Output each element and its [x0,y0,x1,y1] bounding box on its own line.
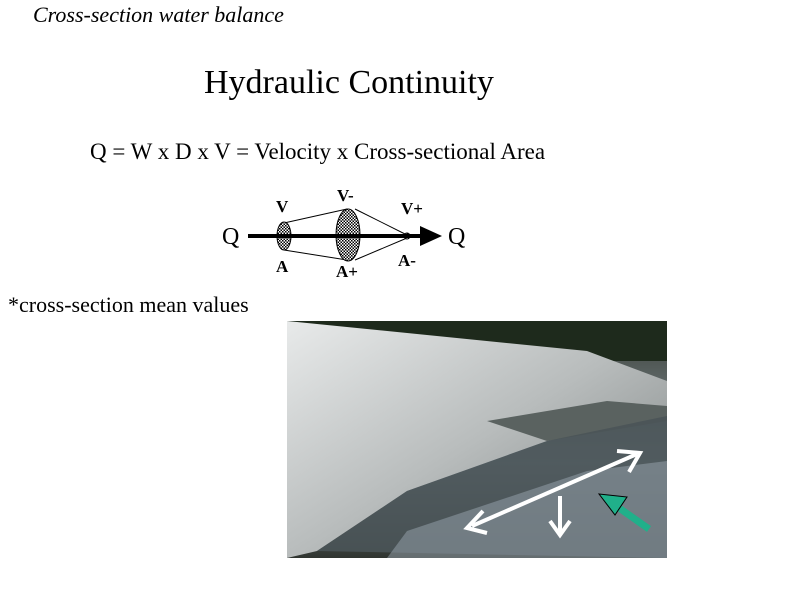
width-arrow [463,449,644,535]
continuity-diagram: Q Q V A V- A+ V+ A- [222,186,465,280]
top-line [283,208,348,224]
depth-arrow [548,496,572,539]
footnote: *cross-section mean values [8,292,249,317]
river-photo [287,321,667,558]
v1-label: V [276,197,289,216]
bottom-line [283,249,348,261]
bottom-line [354,237,408,261]
q-in-label: Q [222,224,239,250]
slide-title: Hydraulic Continuity [204,64,494,101]
v3-label: V+ [401,199,423,218]
flow-direction-arrow [597,493,652,532]
flow-arrowhead [420,226,442,246]
a1-label: A [276,257,289,276]
v2-label: V- [337,186,354,205]
slide-subtitle: Cross-section water balance [33,2,284,27]
q-out-label: Q [448,224,465,250]
a2-label: A+ [336,262,358,280]
a3-label: A- [398,251,416,270]
top-line [354,208,408,236]
continuity-equation: Q = W x D x V = Velocity x Cross-section… [90,139,546,164]
